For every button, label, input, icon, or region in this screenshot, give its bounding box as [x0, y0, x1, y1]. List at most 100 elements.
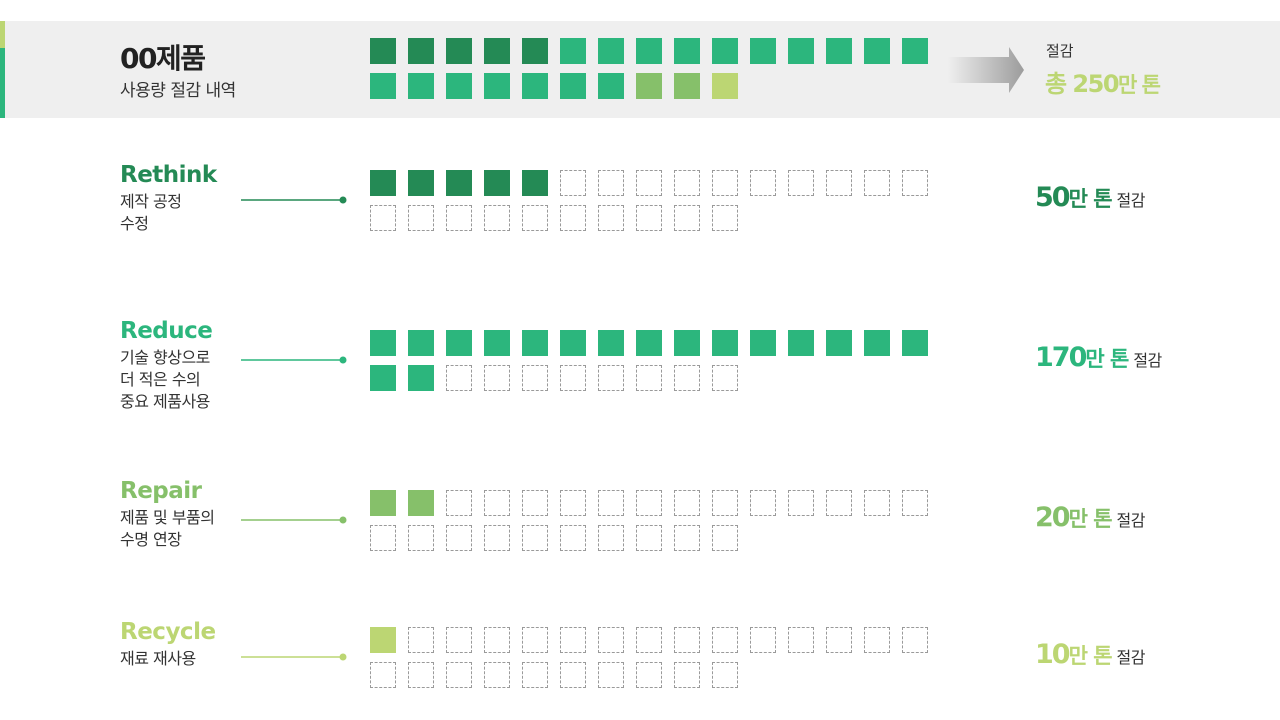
- category-desc-line: 제작 공정: [120, 192, 182, 211]
- total-cell-rethink: [446, 38, 472, 64]
- connector-dot: [339, 196, 347, 204]
- empty-cell: [674, 662, 700, 688]
- empty-cell: [674, 627, 700, 653]
- empty-cell: [484, 365, 510, 391]
- empty-cell: [408, 662, 434, 688]
- total-cell-reduce: [788, 38, 814, 64]
- filled-cell: [522, 170, 548, 196]
- total-cell-reduce: [598, 73, 624, 99]
- connector-line-recycle: [241, 653, 347, 661]
- category-desc-recycle: 재료 재사용: [120, 648, 196, 670]
- page-title: 00제품: [120, 42, 206, 75]
- empty-cell: [522, 662, 548, 688]
- filled-cell: [370, 330, 396, 356]
- category-desc-line: 더 적은 수의: [120, 370, 201, 389]
- empty-cell: [636, 662, 662, 688]
- filled-cell: [370, 365, 396, 391]
- total-cell-reduce: [598, 38, 624, 64]
- category-desc-line: 중요 제품사용: [120, 392, 210, 411]
- filled-cell: [408, 330, 434, 356]
- empty-cell: [636, 627, 662, 653]
- category-desc-line: 제품 및 부품의: [120, 508, 215, 527]
- empty-cell: [750, 627, 776, 653]
- empty-cell: [560, 627, 586, 653]
- total-cell-reduce: [826, 38, 852, 64]
- empty-cell: [712, 662, 738, 688]
- empty-cell: [636, 205, 662, 231]
- empty-cell: [446, 490, 472, 516]
- empty-cell: [484, 627, 510, 653]
- filled-cell: [408, 490, 434, 516]
- empty-cell: [370, 662, 396, 688]
- empty-cell: [446, 365, 472, 391]
- empty-cell: [826, 170, 852, 196]
- amount-number: 10: [1035, 639, 1071, 670]
- empty-cell: [484, 662, 510, 688]
- empty-cell: [560, 525, 586, 551]
- empty-cell: [560, 205, 586, 231]
- empty-cell: [560, 170, 586, 196]
- empty-cell: [750, 490, 776, 516]
- page-subtitle: 사용량 절감 내역: [120, 81, 236, 101]
- total-cell-reduce: [864, 38, 890, 64]
- empty-cell: [598, 205, 624, 231]
- empty-cell: [446, 662, 472, 688]
- filled-cell: [864, 330, 890, 356]
- filled-cell: [674, 330, 700, 356]
- empty-cell: [408, 205, 434, 231]
- filled-cell: [446, 170, 472, 196]
- filled-cell: [484, 330, 510, 356]
- waffle-grid-reduce: [370, 330, 934, 391]
- filled-cell: [370, 170, 396, 196]
- total-cell-reduce: [560, 38, 586, 64]
- amount-suffix: 절감: [1116, 648, 1146, 667]
- connector-line-repair: [241, 516, 347, 524]
- empty-cell: [674, 490, 700, 516]
- amount-unit: 만 톤: [1068, 644, 1113, 668]
- empty-cell: [902, 627, 928, 653]
- empty-cell: [560, 662, 586, 688]
- empty-cell: [788, 170, 814, 196]
- connector-line-reduce: [241, 356, 347, 364]
- empty-cell: [636, 365, 662, 391]
- empty-cell: [560, 490, 586, 516]
- total-cell-rethink: [484, 38, 510, 64]
- empty-cell: [560, 365, 586, 391]
- amount-unit: 만 톤: [1085, 347, 1129, 371]
- empty-cell: [370, 205, 396, 231]
- empty-cell: [522, 205, 548, 231]
- category-desc-line: 수정: [120, 214, 149, 233]
- waffle-grid-repair: [370, 490, 934, 551]
- amount-unit: 만 톤: [1068, 187, 1113, 211]
- total-cell-reduce: [408, 73, 434, 99]
- amount-number: 20: [1035, 502, 1071, 533]
- filled-cell: [788, 330, 814, 356]
- category-desc-line: 수명 연장: [120, 530, 182, 549]
- category-desc-line: 기술 향상으로: [120, 348, 210, 367]
- category-name-repair: Repair: [120, 478, 202, 504]
- total-cell-reduce: [522, 73, 548, 99]
- empty-cell: [826, 490, 852, 516]
- total-value-unit: 만 톤: [1118, 73, 1161, 97]
- empty-cell: [408, 525, 434, 551]
- empty-cell: [712, 627, 738, 653]
- empty-cell: [446, 525, 472, 551]
- arrow-right-icon: [948, 47, 1024, 93]
- total-cell-reduce: [370, 73, 396, 99]
- total-cell-reduce: [674, 38, 700, 64]
- empty-cell: [598, 365, 624, 391]
- empty-cell: [636, 525, 662, 551]
- amount-unit: 만 톤: [1068, 507, 1113, 531]
- filled-cell: [408, 170, 434, 196]
- empty-cell: [598, 662, 624, 688]
- total-cell-reduce: [902, 38, 928, 64]
- empty-cell: [522, 365, 548, 391]
- empty-cell: [598, 490, 624, 516]
- empty-cell: [864, 170, 890, 196]
